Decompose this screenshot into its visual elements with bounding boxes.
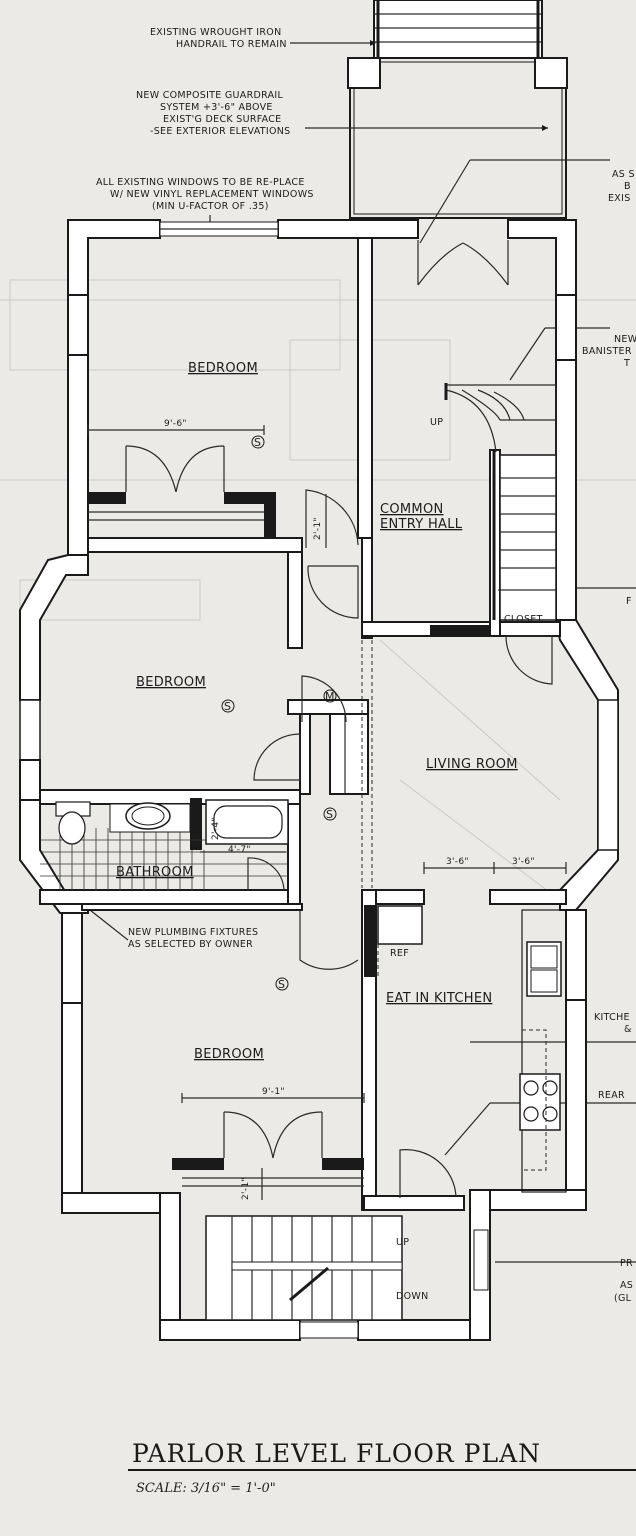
right-note-new: NEW — [614, 334, 636, 345]
room-label-closet: CLOSET — [504, 614, 543, 625]
room-label-bathroom: BATHROOM — [116, 865, 194, 880]
bathroom-fixtures — [40, 799, 289, 890]
guardrail-note-line3: EXIST'G DECK SURFACE — [163, 114, 281, 125]
toilet-bowl — [58, 811, 86, 845]
kitchen-fixtures — [377, 905, 567, 1193]
stair-up-main: UP — [430, 417, 443, 428]
right-note-as-s: AS S — [612, 169, 635, 180]
plan-title: PARLOR LEVEL FLOOR PLAN — [132, 1439, 541, 1468]
handrail-note-line1: EXISTING WROUGHT IRON — [150, 27, 281, 38]
plan-scale: SCALE: 3/16" = 1'-0" — [136, 1481, 276, 1496]
right-note-rear: REAR — [598, 1090, 625, 1101]
room-label-bedroom-1: BEDROOM — [188, 361, 258, 376]
handrail-note-line2: HANDRAIL TO REMAIN — [176, 39, 287, 50]
right-note-kitche: KITCHE — [594, 1012, 630, 1023]
smoke-symbol-3: S — [326, 808, 333, 821]
stair-down-rear: DOWN — [396, 1291, 429, 1302]
exterior-walls — [19, 219, 619, 1214]
windows-note-line2: W/ NEW VINYL REPLACEMENT WINDOWS — [110, 189, 314, 200]
windows-note-line3: (MIN U-FACTOR OF .35) — [152, 201, 269, 212]
room-label-kitchen: EAT IN KITCHEN — [386, 991, 492, 1006]
right-note-b: B — [624, 181, 631, 192]
plumbing-note-line1: NEW PLUMBING FIXTURES — [128, 927, 258, 938]
smoke-symbol-1: S — [254, 436, 261, 449]
smoke-symbol-2: S — [224, 700, 231, 713]
front-entry-doors — [417, 240, 509, 286]
front-stoop — [347, 0, 568, 219]
right-note-as: AS — [620, 1280, 633, 1291]
guardrail-note-line4: -SEE EXTERIOR ELEVATIONS — [150, 126, 291, 137]
smoke-detector-symbols — [221, 435, 337, 991]
rear-stair — [205, 1215, 403, 1321]
guardrail-note-line2: SYSTEM +3'-6" ABOVE — [160, 102, 273, 113]
meter-symbol: M — [325, 690, 335, 703]
room-label-bedroom-3: BEDROOM — [194, 1047, 264, 1062]
room-label-common-line1: COMMON — [380, 502, 444, 517]
main-stair — [444, 383, 557, 621]
room-label-living-room: LIVING ROOM — [426, 757, 518, 772]
double-sink — [526, 941, 562, 997]
room-label-common-line2: ENTRY HALL — [380, 517, 463, 532]
right-note-f: F — [626, 596, 632, 607]
dim-tub-width: 2'-4" — [211, 817, 221, 840]
right-note-banister: BANISTER — [582, 346, 632, 357]
dim-bath-length: 4'-7" — [228, 845, 251, 855]
right-note-gl: (GL — [614, 1293, 632, 1304]
right-note-t: T — [623, 358, 630, 369]
room-label-bedroom-2: BEDROOM — [136, 675, 206, 690]
refrigerator — [377, 905, 423, 945]
floor-tile — [40, 828, 288, 890]
dim-closet-depth: 2'-1" — [241, 1177, 251, 1200]
dim-hall-depth: 2'-1" — [313, 517, 323, 540]
smoke-symbol-4: S — [278, 978, 285, 991]
plumbing-note-line2: AS SELECTED BY OWNER — [128, 939, 253, 950]
right-note-pr: PR — [620, 1258, 633, 1269]
room-label-ref: REF — [390, 948, 409, 959]
dim-bedroom3-width: 9'-1" — [262, 1087, 285, 1097]
dim-kitchen-right: 3'-6" — [512, 857, 535, 867]
dim-kitchen-left: 3'-6" — [446, 857, 469, 867]
right-note-exis: EXIS — [608, 193, 631, 204]
dimension-lines — [87, 425, 567, 1200]
right-note-amp: & — [624, 1024, 632, 1035]
dim-bedroom1-width: 9'-6" — [164, 419, 187, 429]
guardrail-note-line1: NEW COMPOSITE GUARDRAIL — [136, 90, 284, 101]
dashed-lines — [361, 640, 373, 888]
door-swings — [247, 489, 553, 1198]
windows-note-line1: ALL EXISTING WINDOWS TO BE RE-PLACE — [96, 177, 305, 188]
stair-up-rear: UP — [396, 1237, 409, 1248]
